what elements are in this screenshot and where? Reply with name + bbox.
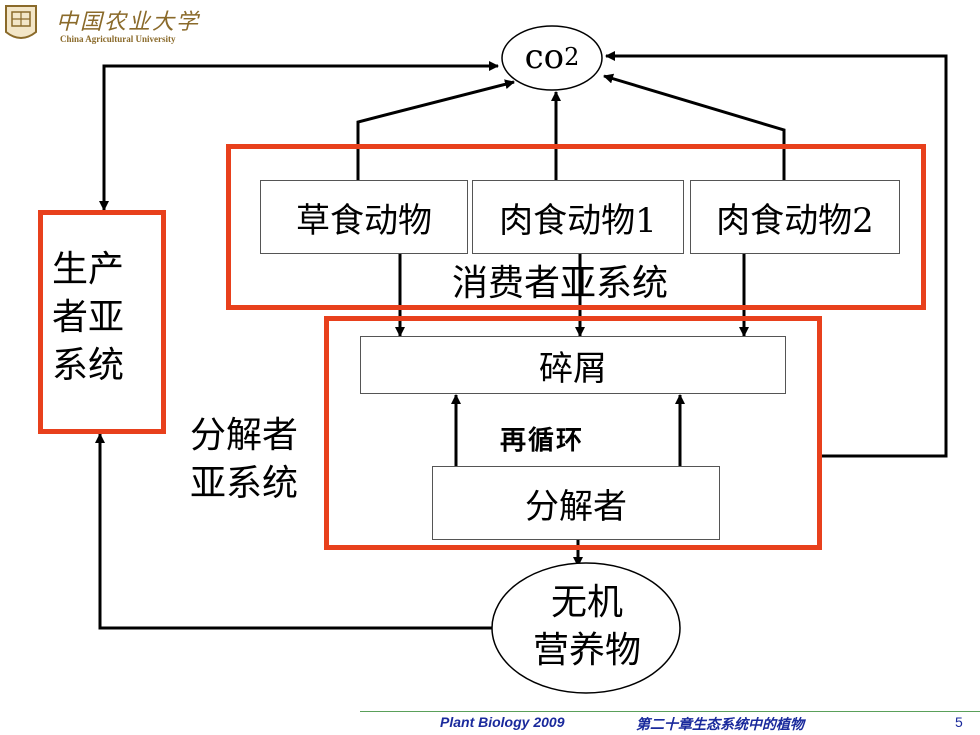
producer-label-line-3: 系统 <box>52 345 125 386</box>
university-seal-logo <box>4 2 38 44</box>
nutrient-ellipse <box>491 562 681 694</box>
carnivore1-box: 肉食动物1 <box>472 180 684 254</box>
nutrient-line-1: 无机 <box>550 582 623 623</box>
co2-base: CO <box>524 37 565 77</box>
co2-subscript: 2 <box>564 43 580 71</box>
producer-subsystem-label: 生产 者亚 系统 <box>52 246 152 390</box>
logo-name-en: China Agricultural University <box>60 34 176 44</box>
producer-label-line-2: 者亚 <box>52 297 125 338</box>
nutrient-node: 无机 营养物 <box>492 562 682 692</box>
herbivore-label: 草食动物 <box>296 200 432 241</box>
co2-node: CO2 <box>500 24 604 90</box>
recycle-label: 再循环 <box>500 426 585 456</box>
decomposer-subsystem-line-2: 亚系统 <box>190 463 299 504</box>
decomposer-box: 分解者 <box>432 466 720 540</box>
logo-name-cn: 中国农业大学 <box>56 10 201 35</box>
co2-ellipse <box>501 25 603 91</box>
decomposer-subsystem-label: 分解者 亚系统 <box>190 412 298 508</box>
page-number: 5 <box>955 714 963 730</box>
footer-course: Plant Biology 2009 <box>440 714 565 730</box>
detritus-label: 碎屑 <box>539 348 607 389</box>
decomposer-label: 分解者 <box>525 486 627 527</box>
decomposer-subsystem-line-1: 分解者 <box>190 415 299 456</box>
carnivore1-label: 肉食动物1 <box>499 200 657 241</box>
arrow-decomposer-to-co2 <box>605 51 948 458</box>
footer-chapter: 第二十章生态系统中的植物 <box>636 716 804 732</box>
decomposer-subsystem-frame <box>324 316 822 550</box>
arrow-herbivore-to-co2 <box>356 79 515 180</box>
consumer-subsystem-label: 消费者亚系统 <box>452 263 669 304</box>
carnivore2-label: 肉食动物2 <box>716 200 874 241</box>
nutrient-line-2: 营养物 <box>532 630 641 671</box>
arrow-carnivore2-to-co2 <box>603 73 786 180</box>
arrow-nutrients-to-producer <box>95 433 494 630</box>
herbivore-box: 草食动物 <box>260 180 468 254</box>
producer-label-line-1: 生产 <box>52 249 125 290</box>
consumer-subsystem-frame <box>226 144 926 310</box>
footer-rule <box>360 711 980 712</box>
detritus-box: 碎屑 <box>360 336 786 394</box>
producer-subsystem-frame <box>38 210 166 434</box>
carnivore2-box: 肉食动物2 <box>690 180 900 254</box>
